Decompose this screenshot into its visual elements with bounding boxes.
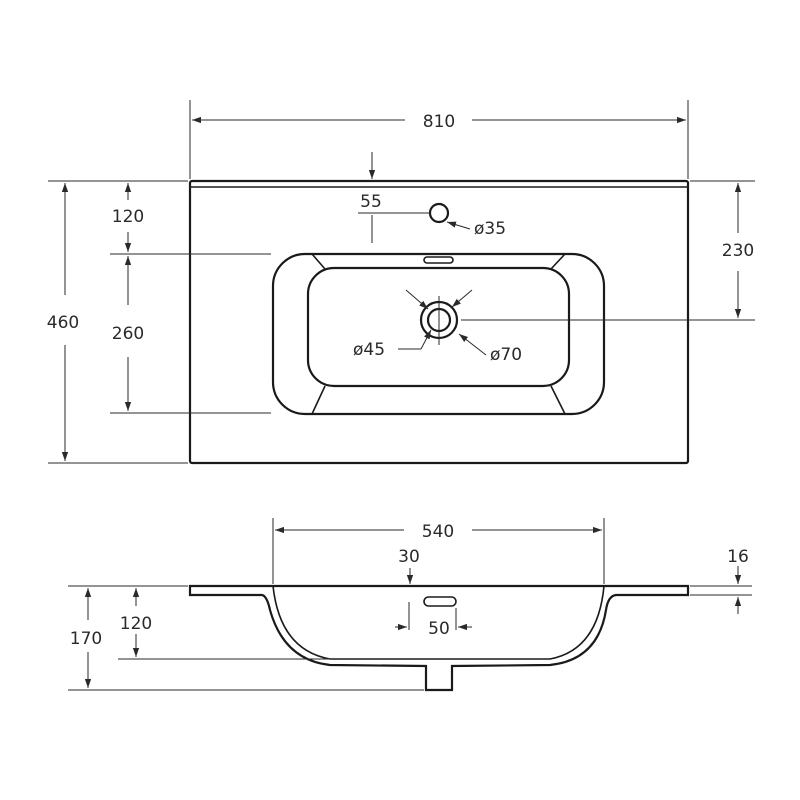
dim-bowl-depth: 260 (112, 324, 144, 344)
side-view (188, 584, 690, 692)
dim-rim-thickness: 16 (727, 547, 749, 567)
bowl-chamfer (550, 253, 566, 270)
overflow-slot-side (423, 596, 457, 607)
bowl-chamfer (550, 385, 566, 415)
dim-drain-outer-diameter: ø70 (490, 345, 522, 365)
dim-overflow-offset: 30 (398, 547, 420, 567)
basin-outline-top (188, 179, 690, 465)
basin-profile-side (188, 584, 690, 692)
bowl-inner-basin (306, 266, 571, 388)
bowl-chamfer (311, 385, 326, 415)
dim-drain-offset: 230 (722, 241, 754, 261)
dim-drain-inner-diameter: ø45 (353, 340, 385, 360)
dim-total-height: 170 (70, 629, 102, 649)
side-view-dimensions: 540 30 50 16 120 170 (68, 518, 752, 691)
dim-tap-hole-offset-side: 55 (360, 192, 382, 212)
dim-overall-depth: 460 (47, 313, 79, 333)
dim-tap-hole-diameter: ø35 (474, 219, 506, 239)
dim-bowl-height: 120 (120, 614, 152, 634)
dim-overflow-width: 50 (428, 619, 450, 639)
bowl-inner-profile-side (272, 585, 605, 660)
dim-overall-width: 810 (423, 112, 455, 132)
dim-bowl-width: 540 (422, 522, 454, 542)
tap-hole (428, 202, 450, 224)
bowl-chamfer (311, 253, 326, 270)
top-view-dimensions: 810 460 120 260 55 ø35 230 (47, 100, 755, 464)
bowl-outer-rim (271, 252, 606, 416)
dim-tap-hole-offset-top: 120 (112, 207, 144, 227)
overflow-slot-top (423, 256, 454, 264)
